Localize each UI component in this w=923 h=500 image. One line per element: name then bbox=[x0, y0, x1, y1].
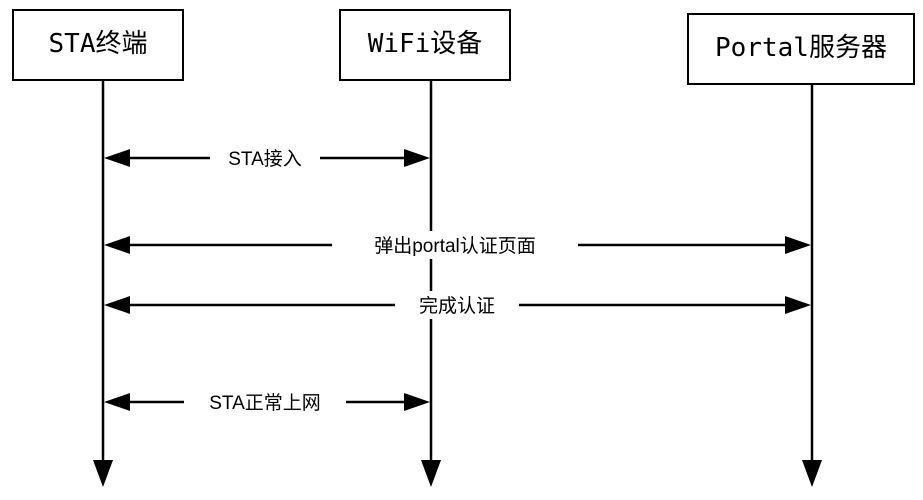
message-sta-online-right-arrow bbox=[404, 393, 430, 411]
message-portal-popup-right-arrow bbox=[785, 236, 811, 254]
message-sta-online-left-arrow bbox=[104, 393, 130, 411]
message-portal-popup-label: 弹出portal认证页面 bbox=[374, 235, 536, 257]
message-sta-access-label: STA接入 bbox=[228, 148, 302, 170]
message-sta-access-right-arrow bbox=[404, 149, 430, 167]
message-auth-complete-right-arrow bbox=[785, 296, 811, 314]
lifeline-sta-end-arrow bbox=[93, 460, 113, 487]
message-sta-online-label: STA正常上网 bbox=[209, 392, 321, 414]
lifeline-wifi-end-arrow bbox=[421, 460, 441, 487]
lifeline-portal-end-arrow bbox=[802, 460, 822, 487]
message-auth-complete-label: 完成认证 bbox=[419, 295, 495, 317]
message-portal-popup: 弹出portal认证页面 bbox=[104, 231, 811, 259]
message-sta-online: STA正常上网 bbox=[104, 388, 430, 416]
participant-sta: STA终端 bbox=[12, 9, 184, 81]
participant-sta-label: STA终端 bbox=[49, 29, 148, 59]
participant-wifi-label: WiFi设备 bbox=[368, 29, 483, 59]
message-auth-complete-left-arrow bbox=[104, 296, 130, 314]
message-sta-access: STA接入 bbox=[104, 144, 430, 172]
participant-portal-label: Portal服务器 bbox=[715, 33, 887, 63]
participant-wifi: WiFi设备 bbox=[339, 9, 511, 81]
message-auth-complete: 完成认证 bbox=[104, 291, 811, 319]
message-sta-access-left-arrow bbox=[104, 149, 130, 167]
participant-portal: Portal服务器 bbox=[687, 13, 915, 85]
message-portal-popup-left-arrow bbox=[104, 236, 130, 254]
